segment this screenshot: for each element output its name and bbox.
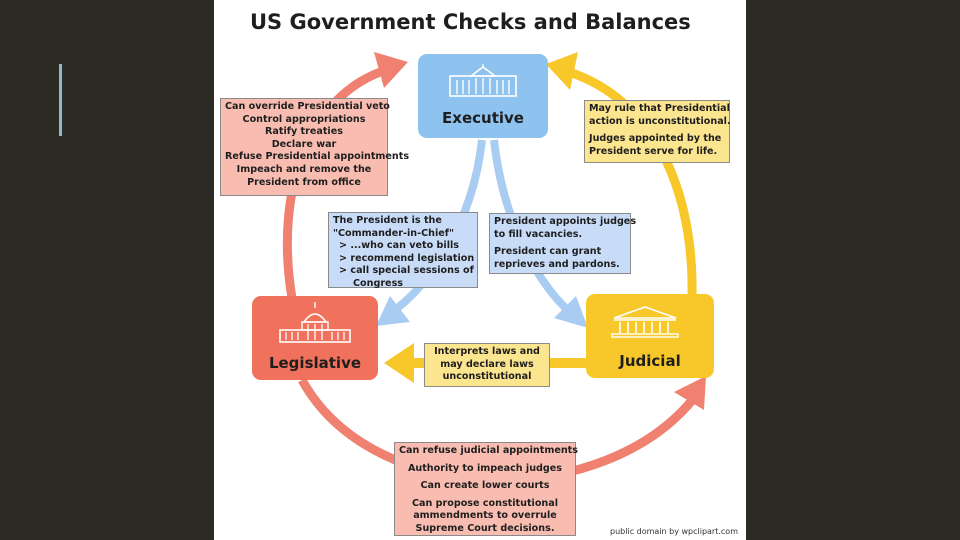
- legislative-branch: Legislative: [252, 296, 378, 380]
- check-item: The President is the: [333, 215, 442, 226]
- arrowhead-legislative-to-judicial: [674, 376, 706, 410]
- check-item: President can grant: [494, 246, 602, 258]
- check-item: Interprets laws and: [434, 346, 540, 357]
- image-credit: public domain by wpclipart.com: [610, 527, 738, 536]
- check-item: Declare war: [271, 138, 337, 150]
- check-item: ammendments to overrule: [413, 510, 557, 522]
- slide-accent-bar: [59, 64, 62, 136]
- arrowhead-legislative-to-executive: [374, 52, 408, 88]
- arrowhead-judicial-to-legislative: [384, 343, 414, 383]
- judicial-over-legislative-box: Interprets laws and may declare laws unc…: [424, 343, 550, 387]
- legislative-over-executive-box: Can override Presidential veto Control a…: [220, 98, 410, 196]
- check-item: President from office: [247, 176, 361, 188]
- check-item: Can override Presidential veto: [225, 101, 390, 112]
- white-house-icon: [449, 64, 517, 97]
- checks-balances-figure: US Government Checks and Balances Execut…: [214, 0, 746, 540]
- legislative-label: Legislative: [268, 354, 362, 372]
- check-item: Can propose constitutional: [411, 497, 559, 509]
- executive-label: Executive: [442, 109, 524, 127]
- check-item: Can create lower courts: [420, 480, 550, 492]
- judicial-over-executive-box: May rule that Presidential action is unc…: [584, 100, 731, 163]
- check-item: Congress: [353, 277, 403, 289]
- check-item: May rule that Presidential: [589, 103, 730, 114]
- check-item: unconstitutional: [442, 371, 532, 383]
- check-item: Ratify treaties: [265, 126, 343, 138]
- check-item: Can refuse judicial appointments: [399, 445, 578, 456]
- executive-over-judicial-box: President appoints judges to fill vacanc…: [489, 213, 637, 274]
- supreme-court-icon: [611, 306, 679, 338]
- check-item: > ...who can veto bills: [339, 240, 459, 252]
- check-item: "Commander-in-Chief": [333, 227, 454, 239]
- check-item: Refuse Presidential appointments: [225, 151, 410, 163]
- capitol-icon: [279, 302, 351, 343]
- executive-branch: Executive: [418, 54, 548, 138]
- check-item: action is unconstitutional.: [589, 115, 731, 127]
- check-item: reprieves and pardons.: [494, 258, 620, 270]
- check-item: President appoints judges: [494, 216, 637, 227]
- check-item: > call special sessions of: [339, 265, 474, 277]
- arrowhead-executive-to-judicial: [554, 296, 588, 328]
- check-item: Supreme Court decisions.: [415, 522, 555, 534]
- judicial-label: Judicial: [619, 352, 681, 370]
- arrowhead-executive-to-legislative: [376, 296, 410, 326]
- check-item: Judges appointed by the: [589, 133, 722, 145]
- legislative-over-judicial-box: Can refuse judicial appointments Authori…: [394, 442, 578, 536]
- check-item: to fill vacancies.: [494, 228, 583, 240]
- check-item: Impeach and remove the: [236, 163, 372, 175]
- diagram-title: US Government Checks and Balances: [250, 10, 691, 34]
- arrowhead-judicial-to-executive: [546, 52, 578, 90]
- check-item: > recommend legislation: [339, 252, 475, 264]
- check-item: may declare laws: [440, 358, 534, 370]
- judicial-branch: Judicial: [586, 294, 714, 378]
- check-item: Authority to impeach judges: [407, 462, 563, 474]
- executive-over-legislative-box: The President is the "Commander-in-Chief…: [328, 212, 478, 289]
- check-item: President serve for life.: [589, 145, 718, 157]
- check-item: Control appropriations: [242, 113, 366, 125]
